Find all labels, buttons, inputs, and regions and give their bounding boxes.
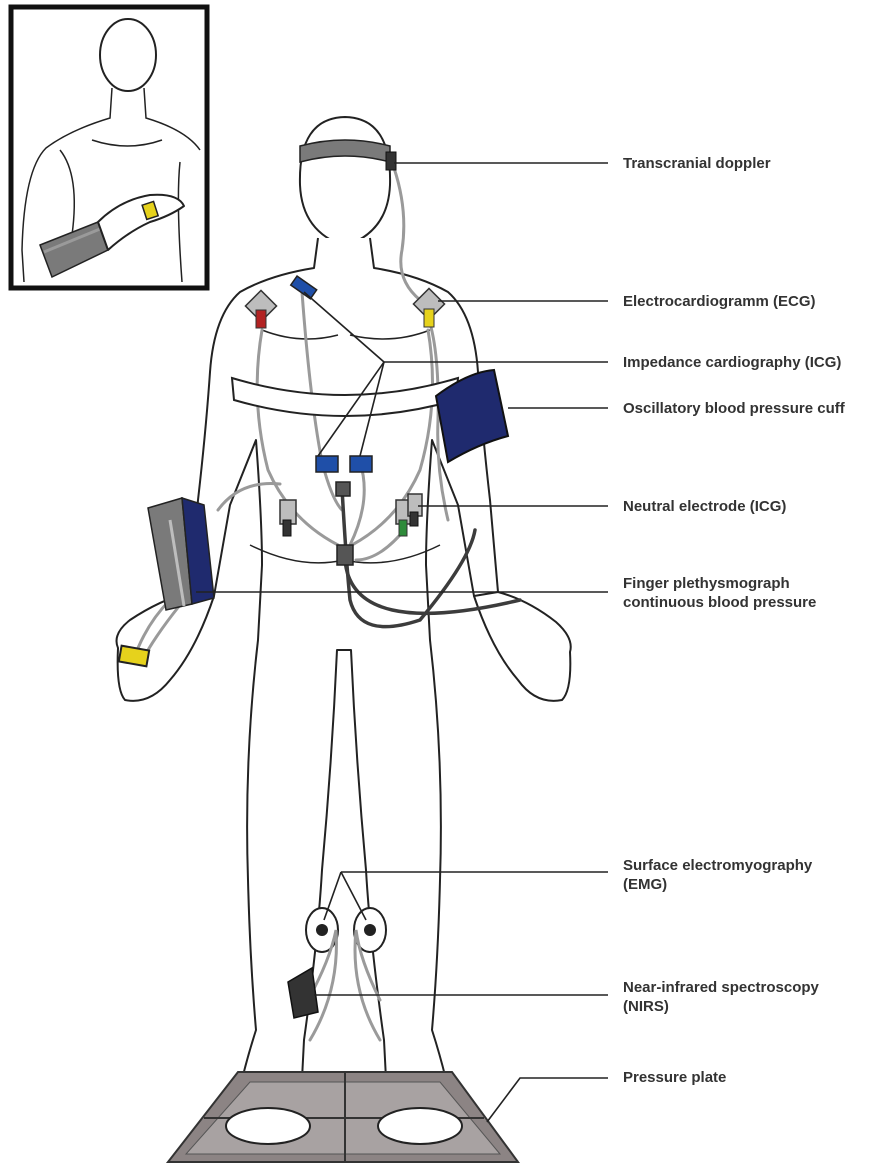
label-bp-cuff: Oscillatory blood pressure cuff [623,399,845,418]
emg-electrodes [316,924,376,936]
label-nirs: Near-infrared spectroscopy (NIRS) [623,978,819,1016]
label-neutral-electrode: Neutral electrode (ICG) [623,497,786,516]
label-icg: Impedance cardiography (ICG) [623,353,841,372]
inset-panel [11,7,207,288]
head [300,117,390,246]
label-transcranial-doppler: Transcranial doppler [623,154,771,173]
label-pressure-plate: Pressure plate [623,1068,726,1087]
pressure-plate [168,1072,518,1162]
label-finger-plethysmograph: Finger plethysmograph continuous blood p… [623,574,816,612]
label-ecg: Electrocardiogramm (ECG) [623,292,816,311]
label-emg: Surface electromyography (EMG) [623,856,812,894]
